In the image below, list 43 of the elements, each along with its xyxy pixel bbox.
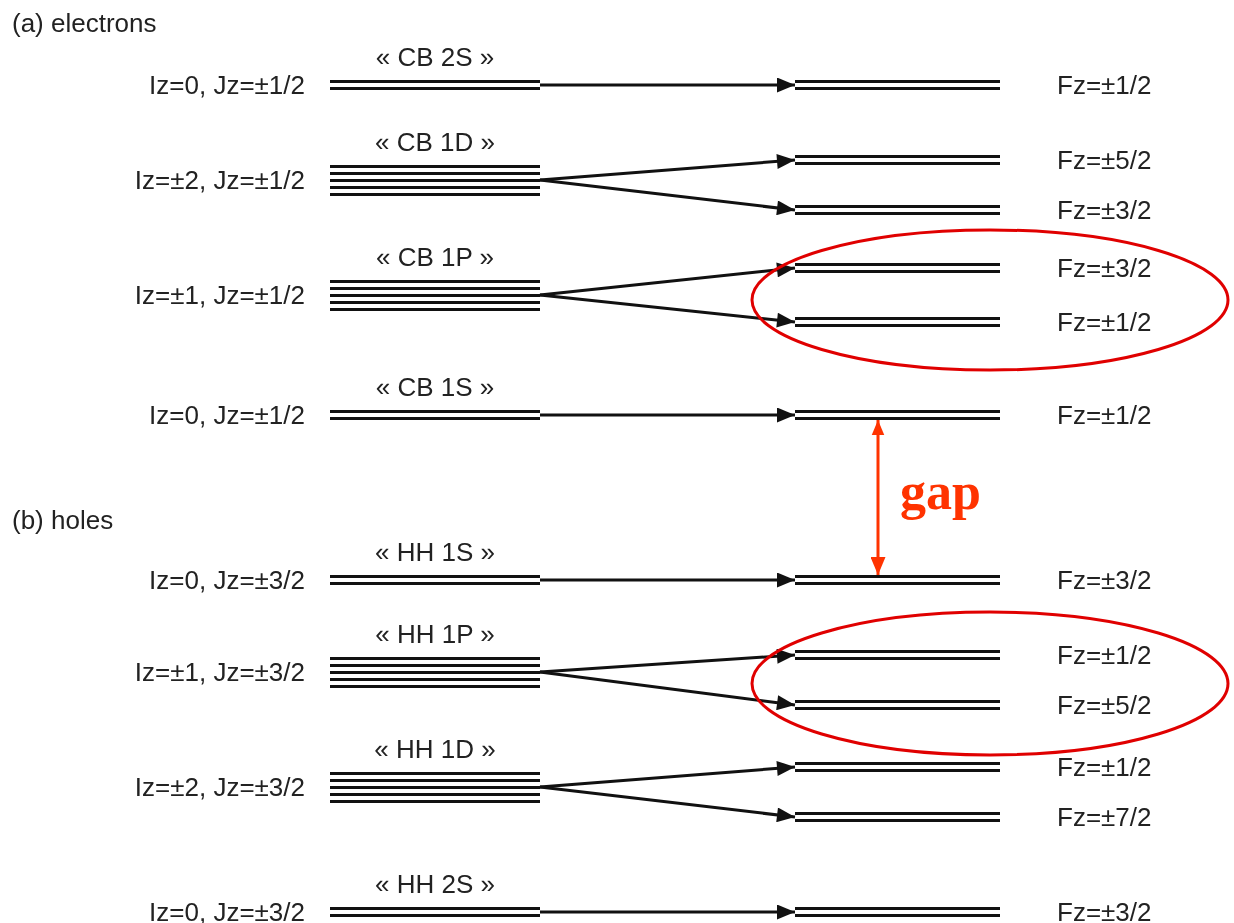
level-name: « HH 1P » <box>374 618 496 651</box>
level-name: « HH 2S » <box>374 869 496 901</box>
arrow <box>539 785 796 823</box>
quantum-number-label: Iz=±1, Jz=±1/2 <box>134 280 305 310</box>
quantum-number-label: Fz=±1/2 <box>1057 752 1152 782</box>
arrow <box>539 178 796 216</box>
quantum-number-label: Iz=±2, Jz=±1/2 <box>134 165 305 195</box>
level-name: « CB 2S » <box>374 42 496 74</box>
quantum-number-label: Iz=0, Jz=±1/2 <box>149 400 305 430</box>
arrow <box>539 670 796 711</box>
quantum-number-label: Fz=±3/2 <box>1057 253 1152 283</box>
arrow <box>539 648 796 674</box>
quantum-number-label: Fz=±1/2 <box>1057 400 1152 430</box>
quantum-number-label: Fz=±1/2 <box>1057 70 1152 100</box>
section-label: (a) electrons <box>12 8 157 38</box>
double-arrow <box>870 420 886 575</box>
level-name: « HH 1S » <box>374 537 496 569</box>
quantum-number-label: Iz=±2, Jz=±3/2 <box>134 772 305 802</box>
level-name: « HH 1D » <box>373 733 497 766</box>
arrow <box>539 760 796 789</box>
arrow <box>540 572 795 588</box>
quantum-number-label: Iz=0, Jz=±1/2 <box>149 70 305 100</box>
quantum-number-label: Iz=±1, Jz=±3/2 <box>134 657 305 687</box>
arrow <box>540 77 795 93</box>
arrow <box>539 262 796 297</box>
quantum-number-label: Fz=±3/2 <box>1057 195 1152 225</box>
arrow <box>539 153 796 182</box>
quantum-number-label: Fz=±1/2 <box>1057 307 1152 337</box>
arrow <box>540 407 795 423</box>
quantum-number-label: Fz=±1/2 <box>1057 640 1152 670</box>
level-name: « CB 1P » <box>374 241 495 274</box>
quantum-number-label: Iz=0, Jz=±3/2 <box>149 565 305 595</box>
quantum-number-label: Fz=±3/2 <box>1057 897 1152 923</box>
quantum-number-label: Fz=±3/2 <box>1057 565 1152 595</box>
level-name: « CB 1D » <box>374 126 496 159</box>
level-name: « CB 1S » <box>374 372 496 404</box>
section-label: (b) holes <box>12 505 114 535</box>
quantum-number-label: Fz=±5/2 <box>1057 690 1152 720</box>
quantum-number-label: Fz=±7/2 <box>1057 802 1152 832</box>
edge-label: gap <box>900 463 981 520</box>
arrow <box>539 293 796 328</box>
arrow <box>540 904 795 920</box>
quantum-number-label: Fz=±5/2 <box>1057 145 1152 175</box>
